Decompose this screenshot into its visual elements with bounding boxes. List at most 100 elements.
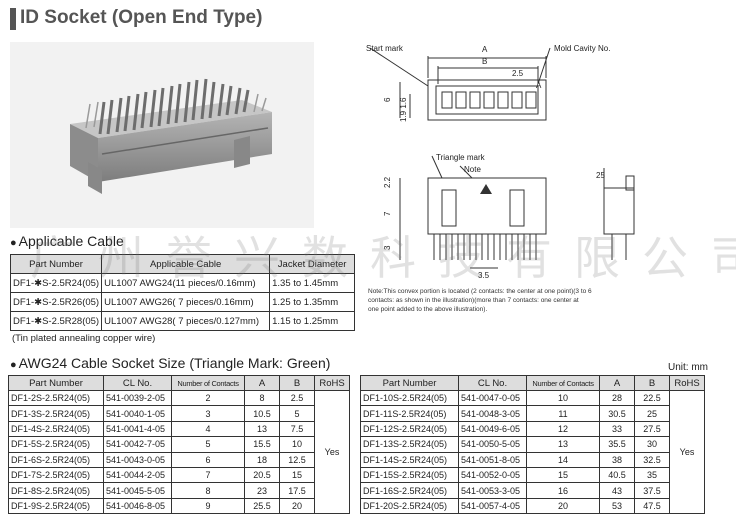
technical-drawings: Start mark A Mold Cavity No. B 2.5 A 6 1… (360, 38, 730, 320)
cl-cell: 541-0041-4-05 (103, 420, 172, 438)
b-cell: 17.5 (279, 482, 315, 499)
contacts-cell: 15 (526, 466, 600, 484)
table-row: DF1-✱S-2.5R28(05) UL1007 AWG28( 7 pieces… (9, 311, 356, 331)
b-cell: 20 (279, 497, 315, 515)
a-cell: 25.5 (244, 497, 280, 515)
cl-cell: 541-0049-6-05 (458, 420, 527, 438)
dim-1916-label: 1.9 1.6 (399, 97, 408, 122)
cl-cell: 541-0047-0-05 (458, 389, 527, 407)
header-contacts: Number of Contacts (171, 375, 245, 391)
table-row: DF1-✱S-2.5R24(05) UL1007 AWG24(11 pieces… (9, 273, 356, 293)
a-cell: 35.5 (599, 436, 635, 453)
part-cell: DF1-15S-2.5R24(05) (360, 466, 459, 484)
unit-label: Unit: mm (668, 362, 708, 373)
cl-cell: 541-0048-3-05 (458, 405, 527, 422)
part-cell: DF1-11S-2.5R24(05) (360, 405, 459, 422)
cl-cell: 541-0042-7-05 (103, 436, 172, 453)
dim-3-5-label: 3.5 (478, 271, 490, 280)
start-mark-label: Start mark (366, 44, 404, 53)
part-cell: DF1-14S-2.5R24(05) (360, 451, 459, 468)
rohs-cell: Yes (314, 389, 350, 515)
b-cell: 32.5 (634, 451, 670, 468)
drawing-note-line-1: This convex portion is located (2 contac… (383, 288, 592, 295)
dim-7-label: 7 (383, 211, 392, 216)
header-cl-no: CL No. (103, 375, 172, 391)
socket-illustration (70, 78, 272, 194)
a-cell: 40.5 (599, 466, 635, 484)
triangle-mark-label: Triangle mark (436, 153, 486, 162)
cl-cell: 541-0046-8-05 (103, 497, 172, 515)
dim-a-label: A (482, 45, 488, 54)
drawing-note: Note:This convex portion is located (2 c… (368, 287, 592, 314)
part-cell: DF1-12S-2.5R24(05) (360, 420, 459, 438)
header-jacket-diameter: Jacket Diameter (269, 254, 356, 274)
b-cell: 12.5 (279, 451, 315, 468)
part-cell: DF1-8S-2.5R24(05) (8, 482, 104, 499)
contacts-cell: 4 (171, 420, 245, 438)
product-photo (10, 42, 314, 228)
contacts-cell: 7 (171, 466, 245, 484)
rohs-cell: Yes (669, 389, 705, 515)
cl-cell: 541-0053-3-05 (458, 482, 527, 499)
drawing-note-prefix: Note: (368, 288, 384, 295)
header-part-number: Part Number (9, 254, 103, 274)
cell: 1.15 to 1.25mm (269, 311, 356, 331)
dimension-drawing: Start mark A Mold Cavity No. B 2.5 A 6 1… (366, 44, 635, 280)
b-cell: 10 (279, 436, 315, 453)
header-applicable-cable: Applicable Cable (101, 254, 271, 274)
dim-2-2-label: 2.2 (383, 176, 392, 188)
a-cell: 18 (244, 451, 280, 468)
header-rohs: RoHS (314, 375, 350, 391)
a-cell: 28 (599, 389, 635, 407)
a-cell: 8 (244, 389, 280, 407)
part-cell: DF1-5S-2.5R24(05) (8, 436, 104, 453)
contacts-cell: 14 (526, 451, 600, 468)
size-table-left: Part Number CL No. Number of Contacts A … (8, 375, 350, 515)
b-cell: 22.5 (634, 389, 670, 407)
header-rohs: RoHS (669, 375, 705, 391)
b-cell: 5 (279, 405, 315, 422)
header-a: A (599, 375, 635, 391)
a-cell: 23 (244, 482, 280, 499)
b-cell: 25 (634, 405, 670, 422)
drawing-note-line-2: contacts: as shown in the illustration)(… (368, 297, 579, 304)
header-contacts: Number of Contacts (526, 375, 600, 391)
b-cell: 2.5 (279, 389, 315, 407)
page-title: ID Socket (Open End Type) (20, 7, 263, 28)
part-cell: DF1-9S-2.5R24(05) (8, 497, 104, 515)
cl-cell: 541-0051-8-05 (458, 451, 527, 468)
b-cell: 37.5 (634, 482, 670, 499)
cl-cell: 541-0040-1-05 (103, 405, 172, 422)
b-cell: 30 (634, 436, 670, 453)
cable-section-heading: ●Applicable Cable (10, 233, 124, 249)
part-cell: DF1-13S-2.5R24(05) (360, 436, 459, 453)
size-table-right: Part Number CL No. Number of Contacts A … (360, 375, 705, 515)
b-cell: 47.5 (634, 497, 670, 515)
part-cell: DF1-10S-2.5R24(05) (360, 389, 459, 407)
cell: UL1007 AWG26( 7 pieces/0.16mm) (101, 292, 271, 312)
a-cell: 33 (599, 420, 635, 438)
cable-table: Part Number Applicable Cable Jacket Diam… (9, 254, 356, 331)
a-cell: 10.5 (244, 405, 280, 422)
contacts-cell: 2 (171, 389, 245, 407)
cl-cell: 541-0039-2-05 (103, 389, 172, 407)
header-part-number: Part Number (360, 375, 459, 391)
table-row: DF1-✱S-2.5R26(05) UL1007 AWG26( 7 pieces… (9, 292, 356, 312)
table-header-row: Part Number Applicable Cable Jacket Diam… (9, 254, 356, 274)
header-b: B (279, 375, 315, 391)
b-cell: 27.5 (634, 420, 670, 438)
cell: UL1007 AWG28( 7 pieces/0.127mm) (101, 311, 271, 331)
part-cell: DF1-16S-2.5R24(05) (360, 482, 459, 499)
dim-b-label: B (482, 57, 487, 66)
cl-cell: 541-0052-0-05 (458, 466, 527, 484)
